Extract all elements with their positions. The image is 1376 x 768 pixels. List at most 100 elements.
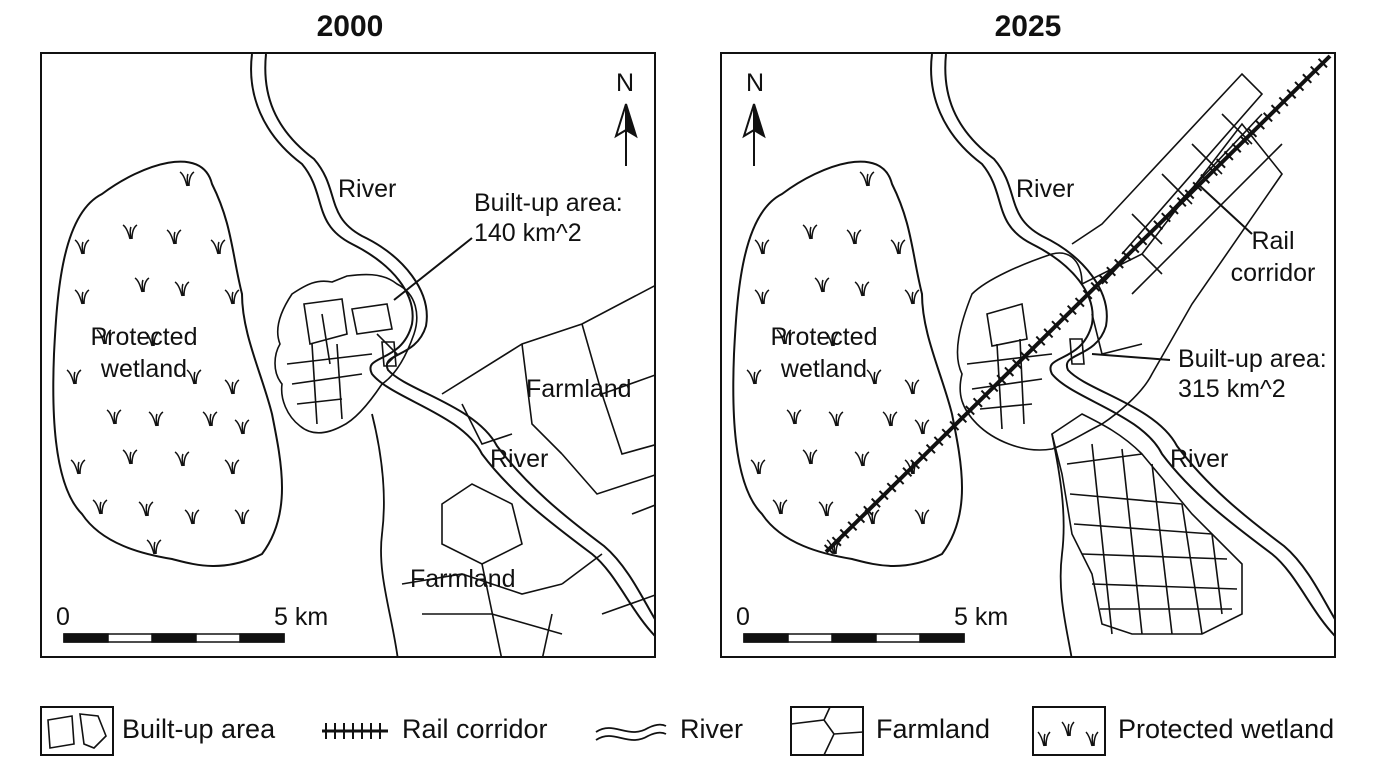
wetland-tuft	[92, 499, 108, 515]
rail-tie	[1027, 343, 1038, 354]
wetland-tuft	[184, 509, 200, 525]
wetland-tuft	[144, 331, 160, 347]
wetland-tuft	[148, 411, 164, 427]
label-builtup-line1: Built-up area:	[474, 189, 623, 217]
wetland-tuft	[166, 229, 182, 245]
rail-tie	[894, 474, 905, 485]
rail-tie	[823, 544, 834, 555]
map-2025-drawing	[732, 54, 1334, 656]
rail-tie	[1059, 312, 1069, 323]
rail-tie	[1035, 335, 1046, 346]
builtup-grid-south	[1051, 413, 1243, 635]
wetland-tuft	[96, 329, 112, 345]
rail-tie	[933, 436, 944, 447]
label-farmland-2: Farmland	[410, 565, 516, 593]
scale-bar	[63, 633, 285, 643]
wetland-tuft	[786, 409, 802, 425]
wetland-tuft	[854, 281, 870, 297]
label-builtup-line2: 315 km^2	[1178, 375, 1286, 403]
rail-tie	[886, 482, 897, 493]
wetland-tuft	[186, 369, 202, 385]
rail-tie	[1200, 173, 1211, 184]
rail-tie	[1043, 328, 1054, 339]
wetland-tuft	[174, 281, 190, 297]
label-wetland-line2: wetland	[100, 355, 188, 383]
rail-tie	[1184, 189, 1195, 200]
wetland-tuft	[234, 419, 250, 435]
wetland-tuft	[754, 289, 770, 305]
wetland-tuft	[846, 229, 862, 245]
scale-label-start: 0	[736, 603, 750, 631]
label-builtup-line2: 140 km^2	[474, 219, 582, 247]
rail-tie	[1255, 119, 1265, 130]
rail-tie	[957, 413, 968, 424]
river-branch	[371, 413, 399, 656]
farmland	[401, 285, 654, 656]
builtup-swatch-icon	[40, 706, 114, 756]
wetland-tuft	[814, 277, 830, 293]
wetland-tuft	[74, 289, 90, 305]
wetland-tuft	[134, 277, 150, 293]
rail-tie	[965, 405, 975, 416]
rail-tie	[1317, 58, 1328, 69]
river-branch	[1051, 433, 1073, 656]
builtup-pointer	[393, 237, 473, 301]
wetland-tuft	[802, 224, 818, 240]
scale-label-start: 0	[56, 603, 70, 631]
wetland-tuft	[866, 369, 882, 385]
map-title-2025: 2025	[994, 10, 1062, 43]
legend-label-rail: Rail corridor	[402, 714, 548, 744]
scale-label-end: 5 km	[274, 603, 329, 631]
wetland-boundary	[732, 160, 963, 567]
wetland-tuft	[202, 411, 218, 427]
wetland-tuft	[224, 289, 240, 305]
wetland-tuft	[859, 171, 875, 187]
rail-tie	[1004, 366, 1015, 377]
label-wetland-line1: Protected	[770, 323, 878, 351]
rail-pointer	[1199, 185, 1253, 235]
rail-tie	[1310, 65, 1320, 76]
label-farmland-1: Farmland	[526, 375, 632, 403]
wetland-tuft	[776, 329, 792, 345]
label-wetland-line1: Protected	[90, 323, 198, 351]
rail-tie	[925, 443, 936, 454]
rail-tie	[1176, 197, 1187, 207]
wetland-tuft	[828, 411, 844, 427]
wetland-tuft	[70, 459, 86, 475]
rail-tie	[988, 382, 999, 393]
wetland-tuft	[234, 509, 250, 525]
map-panel-2000: River River Built-up area: 140 km^2 Prot…	[40, 52, 656, 658]
rail-tie	[1145, 227, 1156, 238]
rail-tie	[1278, 96, 1289, 107]
rail-tie	[980, 389, 991, 400]
rail-tie	[1066, 305, 1077, 315]
rail-tie	[941, 428, 952, 439]
wetland-tuft	[914, 509, 930, 525]
rail-tie	[1082, 289, 1093, 300]
wetland-tuft	[824, 331, 840, 347]
label-builtup-line1: Built-up area:	[1178, 345, 1327, 373]
wetland-tuft	[754, 239, 770, 255]
wetland-boundary	[52, 160, 283, 567]
rail-tie	[1223, 150, 1234, 161]
builtup-pointer	[1091, 353, 1171, 361]
rail-tie	[1302, 73, 1313, 84]
north-label: N	[746, 69, 765, 97]
builtup-area	[956, 72, 1283, 451]
wetland-tuft	[750, 459, 766, 475]
label-rail-line2: corridor	[1230, 259, 1316, 287]
rail-tie	[1286, 88, 1297, 99]
wetland-tuft	[904, 289, 920, 305]
rail-tie	[1270, 104, 1281, 115]
map-title-2000: 2000	[316, 10, 384, 43]
label-rail-line1: Rail	[1251, 227, 1295, 255]
rail-tie	[831, 536, 842, 547]
rail-tie	[1137, 235, 1148, 246]
rail-corridor	[823, 54, 1332, 555]
wetland-tuft	[890, 239, 906, 255]
wetland-tuft	[772, 499, 788, 515]
rail-tie	[863, 505, 873, 516]
rail-tie	[1098, 274, 1109, 285]
legend-label-builtup: Built-up area	[122, 714, 276, 744]
label-river-mid: River	[1170, 445, 1229, 473]
